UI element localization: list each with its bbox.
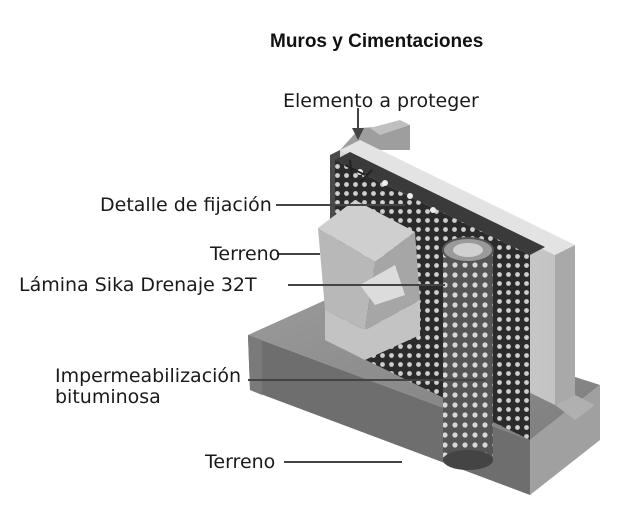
drainage-pipe: [442, 237, 494, 470]
label-soil-upper: Terreno: [210, 243, 281, 265]
leader-lines: [248, 204, 485, 463]
label-bituminous-line2: bituminosa: [55, 386, 161, 408]
label-bituminous-waterproofing: Impermeabilización bituminosa: [55, 366, 241, 408]
label-drainage-sheet: Lámina Sika Drenaje 32T: [19, 274, 257, 296]
label-soil-lower: Terreno: [205, 451, 276, 473]
soil-block: [318, 200, 420, 360]
diagram-title: Muros y Cimentaciones: [270, 31, 484, 52]
label-fixing-detail: Detalle de fijación: [100, 194, 272, 216]
label-bituminous-line1: Impermeabilización: [55, 365, 242, 387]
fixing-detail: [344, 159, 373, 183]
label-element-to-protect: Elemento a proteger: [283, 90, 479, 112]
arrow-element: [352, 108, 364, 140]
